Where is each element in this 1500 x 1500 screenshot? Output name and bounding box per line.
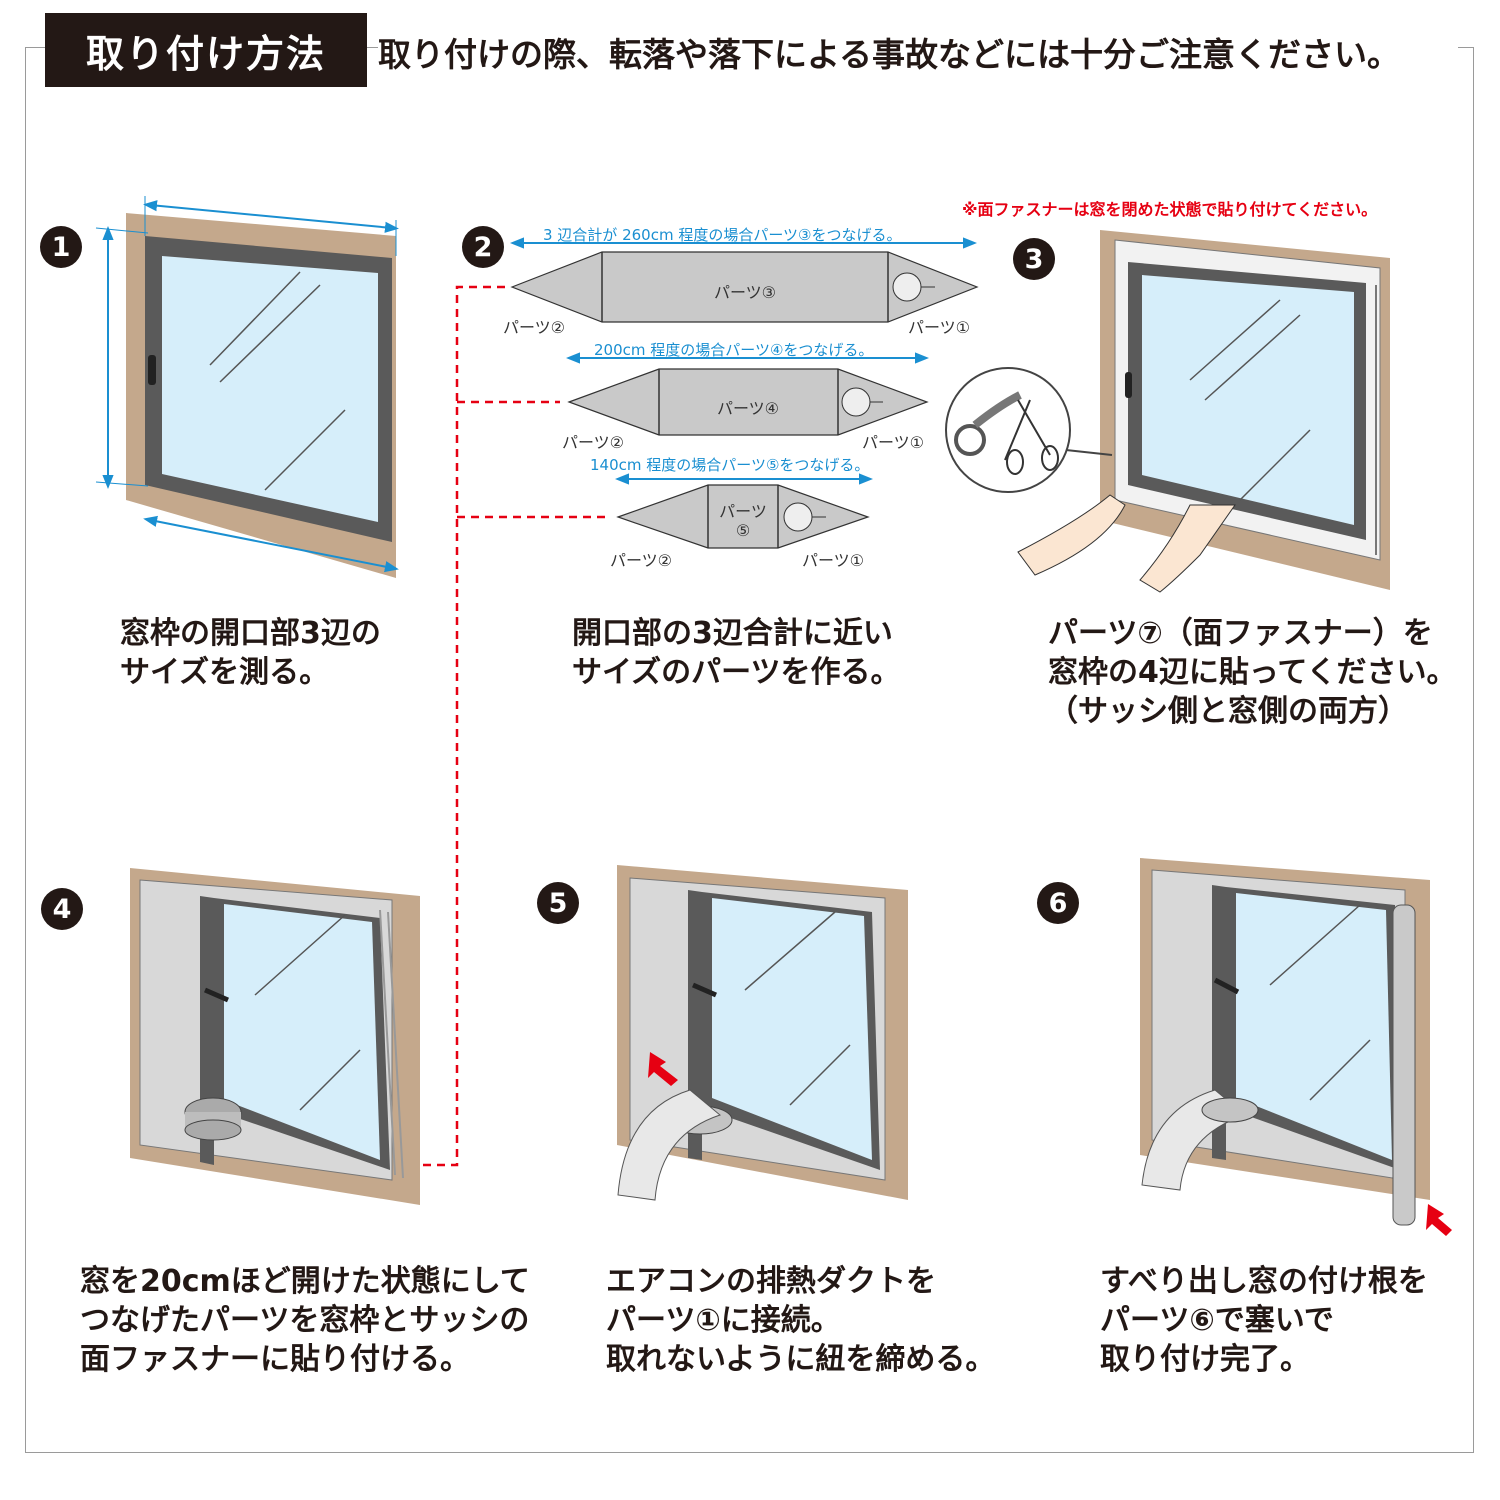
step4-window-illustration [130,868,420,1205]
step2-parts-illustration [510,237,979,549]
part-center-row3: パーツ ⑤ [719,502,767,540]
step6-caption: すべり出し窓の付け根をパーツ⑥で塞いで取り付け完了。 [1100,1264,1428,1377]
step3-caption: パーツ⑦（面ファスナー）を窓枠の4辺に貼ってください。（サッシ側と窓側の両方） [1048,616,1457,729]
dimension-label-row3: 140cm 程度の場合パーツ⑤をつなげる。 [590,456,870,474]
dimension-label-row2: 200cm 程度の場合パーツ④をつなげる。 [594,341,874,359]
step1-window-illustration [95,196,399,578]
step2-caption: 開口部の3辺合計に近いサイズのパーツを作る。 [572,616,901,690]
step-badge-6: 6 [1037,882,1079,924]
part-center-row1: パーツ③ [713,283,777,302]
part-center-row2: パーツ④ [716,399,780,418]
part-left-row1: パーツ② [503,318,566,337]
step-badge-5: 5 [537,882,579,924]
part-left-row3: パーツ② [610,551,673,570]
part-right-row3: パーツ① [802,551,865,570]
part-right-row2: パーツ① [862,433,925,452]
fastener-note: ※面ファスナーは窓を閉めた状態で貼り付けてください。 [962,200,1378,219]
step4-caption: 窓を20cmほど開けた状態にしてつなげたパーツを窓枠とサッシの面ファスナーに貼り… [80,1264,530,1377]
step5-window-illustration [617,865,908,1201]
part-left-row2: パーツ② [562,433,625,452]
step-badge-2: 2 [462,226,504,268]
section-title: 取り付け方法 [45,13,367,87]
step1-caption: 窓枠の開口部3辺のサイズを測る。 [120,616,381,690]
safety-warning: 取り付けの際、転落や落下による事故などには十分ご注意ください。 [378,24,1458,80]
part-right-row1: パーツ① [908,318,971,337]
step5-caption: エアコンの排熱ダクトをパーツ①に接続。取れないように紐を締める。 [606,1264,996,1377]
step6-window-illustration [1140,858,1452,1236]
step-badge-3: 3 [1013,238,1055,280]
step-badge-1: 1 [40,226,82,268]
step3-window-illustration [945,230,1390,593]
step-badge-4: 4 [41,888,83,930]
dimension-label-row1: 3 辺合計が 260cm 程度の場合パーツ③をつなげる。 [543,226,902,244]
